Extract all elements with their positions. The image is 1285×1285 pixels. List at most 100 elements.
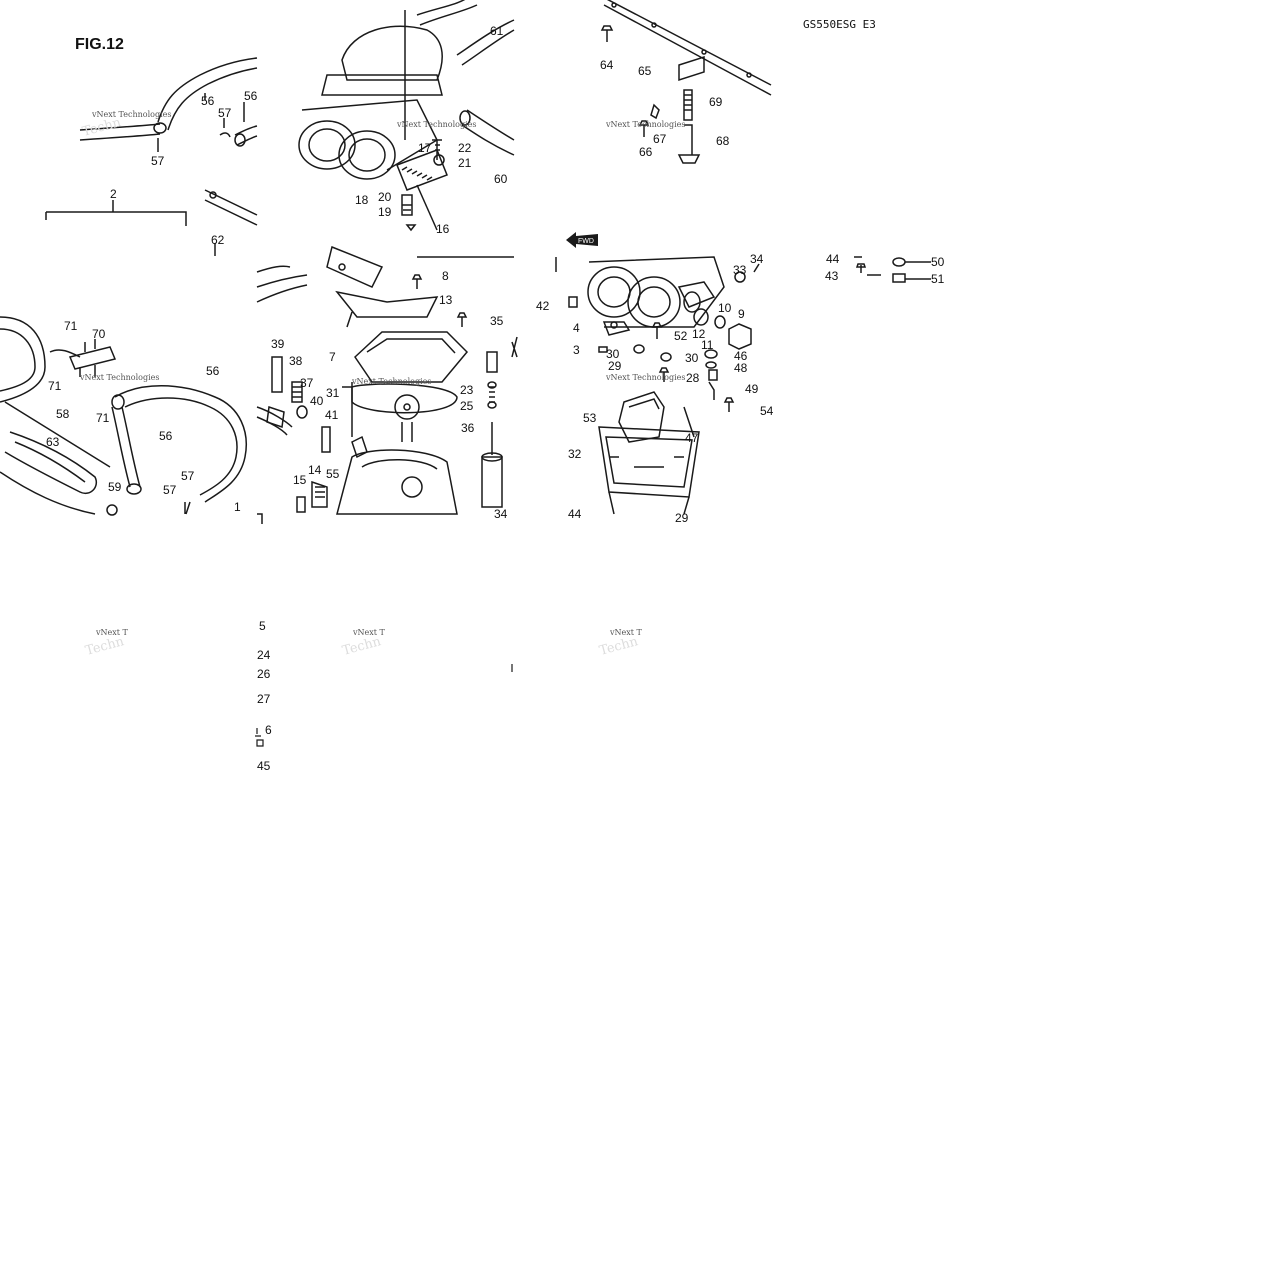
tile-row3-mid: 5 24 26 27 6 45 Techn vNext T	[255, 514, 514, 773]
callout: 21	[458, 156, 472, 170]
callout: 71	[96, 411, 110, 425]
carburetor-drawing	[298, 0, 515, 232]
callout: 59	[108, 480, 122, 494]
tile-row3-right: Techn vNext T	[514, 514, 771, 771]
callout: 56	[201, 94, 215, 108]
callout: 57	[181, 469, 195, 483]
watermark: vNext Technologies	[80, 373, 160, 382]
callout: 48	[734, 361, 748, 375]
tile-row3-left: Techn vNext T	[0, 514, 257, 771]
callout: 44	[826, 252, 840, 266]
watermark-shadow: Techn	[597, 634, 640, 659]
callout: 1	[234, 500, 241, 514]
watermark-shadow: Techn	[83, 634, 126, 659]
callout: 63	[46, 435, 60, 449]
callout: 30	[685, 351, 699, 365]
callout: 52	[674, 329, 688, 343]
callout: 5	[259, 619, 266, 633]
watermark: vNext T	[96, 628, 128, 637]
callout: 44	[568, 507, 582, 521]
model-code: GS550ESG E3	[803, 18, 876, 31]
callout: 19	[378, 205, 392, 219]
callout: 42	[536, 299, 550, 313]
callout: 68	[716, 134, 730, 148]
tile-small-parts: 44 50 43 51	[771, 253, 1028, 514]
callout: 43	[825, 269, 839, 283]
callout: 62	[211, 233, 225, 247]
watermark: vNext Technologies	[606, 373, 686, 382]
hose-drawing	[45, 57, 258, 256]
callout: 61	[490, 24, 504, 38]
callout: 47	[685, 431, 699, 445]
callout: 58	[56, 407, 70, 421]
callout: 23	[460, 383, 474, 397]
watermark: vNext Technologies	[606, 120, 686, 129]
callout: 39	[271, 337, 285, 351]
callout: 49	[745, 382, 759, 396]
callout: 28	[686, 371, 700, 385]
callout: 45	[257, 759, 271, 773]
callout: 66	[639, 145, 653, 159]
callout: 37	[300, 376, 314, 390]
fwd-text: FWD	[578, 238, 594, 245]
tile-carburetor-top: vNext Technologies 61 17 22 21 60 18 20 …	[257, 0, 515, 257]
callout: 71	[48, 379, 62, 393]
callout: 7	[329, 350, 336, 364]
callout: 13	[439, 293, 453, 307]
callout: 34	[494, 507, 508, 521]
watermark: vNext T	[353, 628, 385, 637]
callout: 65	[638, 64, 652, 78]
callout: 57	[151, 154, 165, 168]
callout: 12	[692, 327, 706, 341]
callout: 14	[308, 463, 322, 477]
tile-diaphragm: vNext Technologies 8 13 35 39 38 37 40 7…	[256, 245, 518, 524]
callout: 9	[738, 307, 745, 321]
callout: 26	[257, 667, 271, 681]
callout: 57	[218, 106, 232, 120]
callout: 54	[760, 404, 774, 418]
callout: 57	[163, 483, 177, 497]
callout: 16	[436, 222, 450, 236]
callout: 71	[64, 319, 78, 333]
callout: 50	[931, 255, 945, 269]
callout: 41	[325, 408, 339, 422]
callout: 20	[378, 190, 392, 204]
tile-float-bowl: vNext Technologies 33 34 42 10 9 4 52 12…	[514, 253, 774, 524]
callout: 70	[92, 327, 106, 341]
callout: 56	[206, 364, 220, 378]
callout: 15	[293, 473, 307, 487]
callout: 31	[326, 386, 340, 400]
watermark: vNext T	[610, 628, 642, 637]
callout: 40	[310, 394, 324, 408]
callout: 46	[734, 349, 748, 363]
fwd-arrow-icon: FWD	[566, 232, 598, 248]
callout: 2	[110, 187, 117, 201]
callout: 64	[600, 58, 614, 72]
callout: 53	[583, 411, 597, 425]
callout: 38	[289, 354, 303, 368]
tile-hoses-top-left: Techn vNext Technologies 56 57 56 57 2 6…	[0, 0, 257, 257]
watermark: vNext Technologies	[352, 377, 432, 386]
watermark: vNext Technologies	[92, 110, 172, 119]
callout: 56	[159, 429, 173, 443]
callout: 60	[494, 172, 508, 186]
callout: 11	[701, 338, 714, 352]
row3-mid-drawing	[255, 664, 513, 747]
figure-label: FIG.12	[75, 36, 124, 53]
callout: 24	[257, 648, 271, 662]
callout: 22	[458, 141, 472, 155]
tile-hoses-row2: vNext Technologies 71 70 71 71 56 58 63 …	[0, 257, 257, 516]
diaphragm-drawing	[256, 245, 518, 524]
callout: 18	[355, 193, 369, 207]
tile-rail-bracket: vNext Technologies 64 65 69 67 66 68 FWD	[514, 0, 772, 257]
small-parts-drawing	[854, 256, 931, 283]
callout: 36	[461, 421, 475, 435]
float-bowl-drawing	[555, 256, 760, 515]
callout: 4	[573, 321, 580, 335]
callout: 25	[460, 399, 474, 413]
callout: 67	[653, 132, 667, 146]
bracket-drawing	[600, 0, 772, 164]
callout: 29	[675, 511, 689, 525]
callout: 32	[568, 447, 582, 461]
callout: 69	[709, 95, 723, 109]
